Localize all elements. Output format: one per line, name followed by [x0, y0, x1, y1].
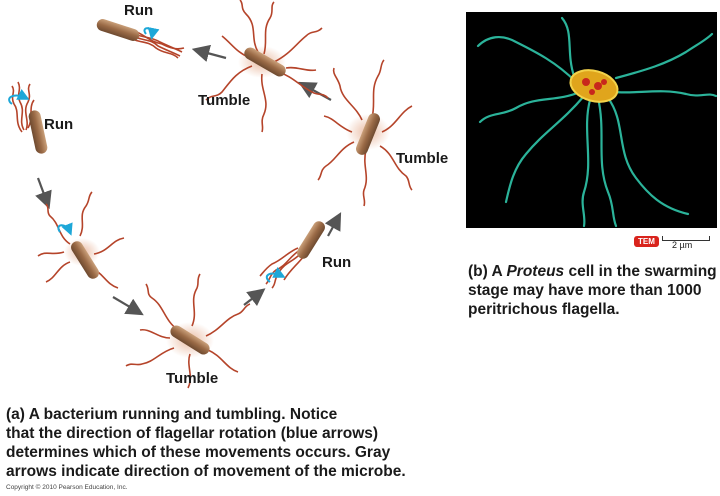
tem-micrograph: [466, 12, 718, 228]
bacterium-tumble-left: [37, 191, 125, 289]
tem-flagellum: [560, 16, 576, 78]
movement-arrow: [324, 212, 342, 237]
label-run-top: Run: [124, 2, 154, 19]
movement-arrow: [35, 177, 52, 210]
label-run-right: Run: [322, 254, 352, 271]
bacterium-run-right: [259, 221, 325, 289]
tem-badge: TEM: [634, 236, 659, 247]
caption-b-word-a: A: [491, 263, 503, 280]
tem-flagellum: [614, 32, 714, 80]
caption-b-genus: Proteus: [506, 263, 565, 280]
tem-flagellum: [596, 96, 618, 228]
caption-b-rest1: cell in the swarming: [568, 263, 717, 280]
label-tumble-bottom: Tumble: [166, 370, 219, 387]
caption-b-tag: (b): [468, 263, 488, 280]
caption-a-line3: determines which of these movements occu…: [6, 444, 391, 461]
movement-arrows: [35, 44, 342, 316]
scale-label: 2 µm: [672, 240, 693, 250]
tem-flagellum: [476, 36, 578, 84]
caption-b-line3: peritrichous flagella.: [468, 301, 620, 318]
caption-a-tag: (a): [6, 406, 25, 423]
label-tumble-right: Tumble: [396, 150, 449, 167]
tem-flagellum: [606, 96, 690, 216]
tem-flagellum: [581, 98, 592, 228]
copyright: Copyright © 2010 Pearson Education, Inc.: [6, 484, 128, 491]
movement-arrow: [112, 296, 144, 316]
caption-a: (a) A bacterium running and tumbling. No…: [6, 405, 486, 481]
bacterium-tumble-top: [205, 0, 329, 133]
tem-flagellum: [612, 90, 718, 98]
scale-bar: [662, 236, 710, 241]
label-run-left: Run: [44, 116, 74, 133]
bacterium-run-left: [8, 81, 48, 154]
tem-flagellum: [478, 90, 582, 124]
caption-a-line2: that the direction of flagellar rotation…: [6, 425, 379, 442]
label-tumble-top: Tumble: [198, 92, 251, 109]
bacterium-run-top: [96, 19, 185, 59]
bacterium-tumble-bottom: [125, 273, 251, 389]
bacterium-tumble-right: [317, 59, 413, 207]
caption-a-line1: A bacterium running and tumbling. Notice: [28, 406, 338, 423]
caption-b-line2: stage may have more than 1000: [468, 282, 702, 299]
movement-arrow: [191, 44, 227, 62]
caption-a-line4: arrows indicate direction of movement of…: [6, 463, 406, 480]
tem-flagellum: [504, 94, 586, 204]
caption-b: (b) A Proteus cell in the swarming stage…: [468, 262, 718, 319]
movement-arrow: [243, 288, 266, 307]
